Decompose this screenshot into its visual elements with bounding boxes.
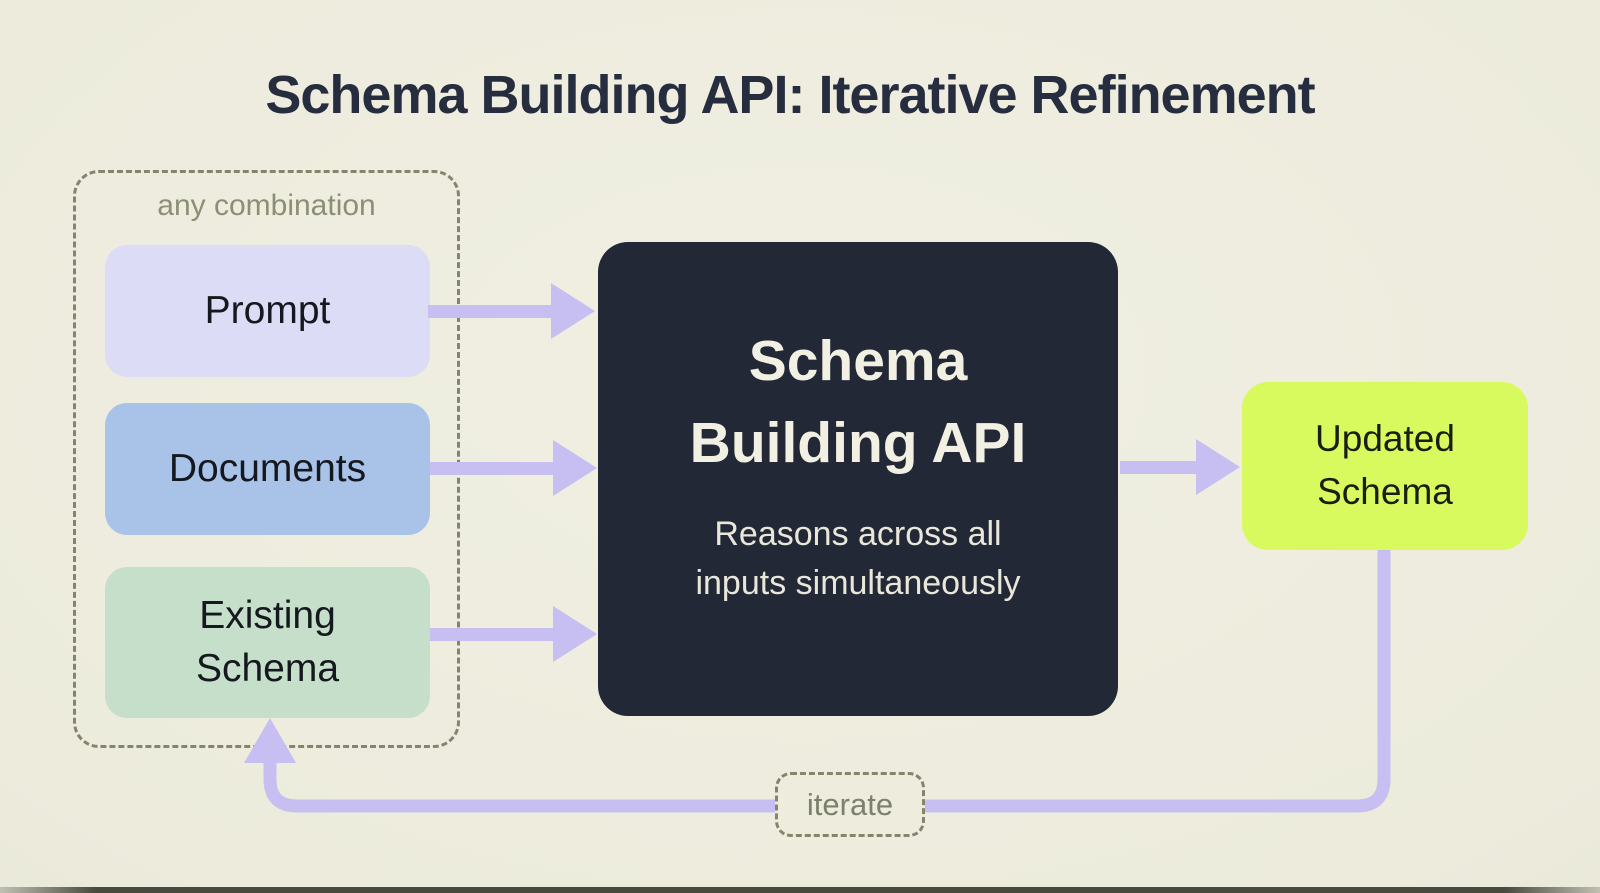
api-node-subtitle: Reasons across all inputs simultaneously bbox=[695, 515, 1021, 603]
node-updated-schema-label: Updated Schema bbox=[1315, 418, 1455, 512]
node-existing-schema-label: Existing Schema bbox=[195, 593, 340, 690]
arrow-documents-to-api bbox=[430, 440, 597, 496]
arrowhead-up-icon bbox=[244, 718, 296, 763]
bottom-edge-bar bbox=[0, 887, 1600, 893]
node-existing-schema: Existing Schema bbox=[105, 567, 430, 718]
node-prompt: Prompt bbox=[105, 245, 430, 377]
input-group-label: any combination bbox=[157, 189, 376, 222]
node-documents: Documents bbox=[105, 403, 430, 535]
arrow-shaft bbox=[1120, 460, 1196, 474]
node-prompt-label: Prompt bbox=[204, 288, 331, 332]
diagram-title: Schema Building API: Iterative Refinemen… bbox=[265, 65, 1315, 125]
arrowhead-right-icon bbox=[553, 606, 597, 662]
node-documents-label: Documents bbox=[168, 446, 367, 490]
node-updated-schema: Updated Schema bbox=[1242, 382, 1528, 550]
iterate-badge-label: iterate bbox=[806, 786, 894, 822]
loop-path bbox=[263, 550, 1391, 813]
arrow-prompt-to-api bbox=[428, 283, 595, 339]
arrow-api-to-updated-schema bbox=[1120, 439, 1240, 495]
arrowhead-right-icon bbox=[551, 283, 595, 339]
api-node-title: Schema Building API bbox=[689, 329, 1027, 476]
node-schema-building-api: Schema Building API Reasons across all i… bbox=[598, 242, 1118, 716]
iterate-badge: iterate bbox=[775, 772, 925, 837]
arrow-shaft bbox=[430, 627, 553, 641]
arrow-existing-schema-to-api bbox=[430, 606, 597, 662]
arrowhead-right-icon bbox=[1196, 439, 1240, 495]
arrow-shaft bbox=[428, 304, 551, 318]
arrowhead-right-icon bbox=[553, 440, 597, 496]
arrow-shaft bbox=[430, 461, 553, 475]
